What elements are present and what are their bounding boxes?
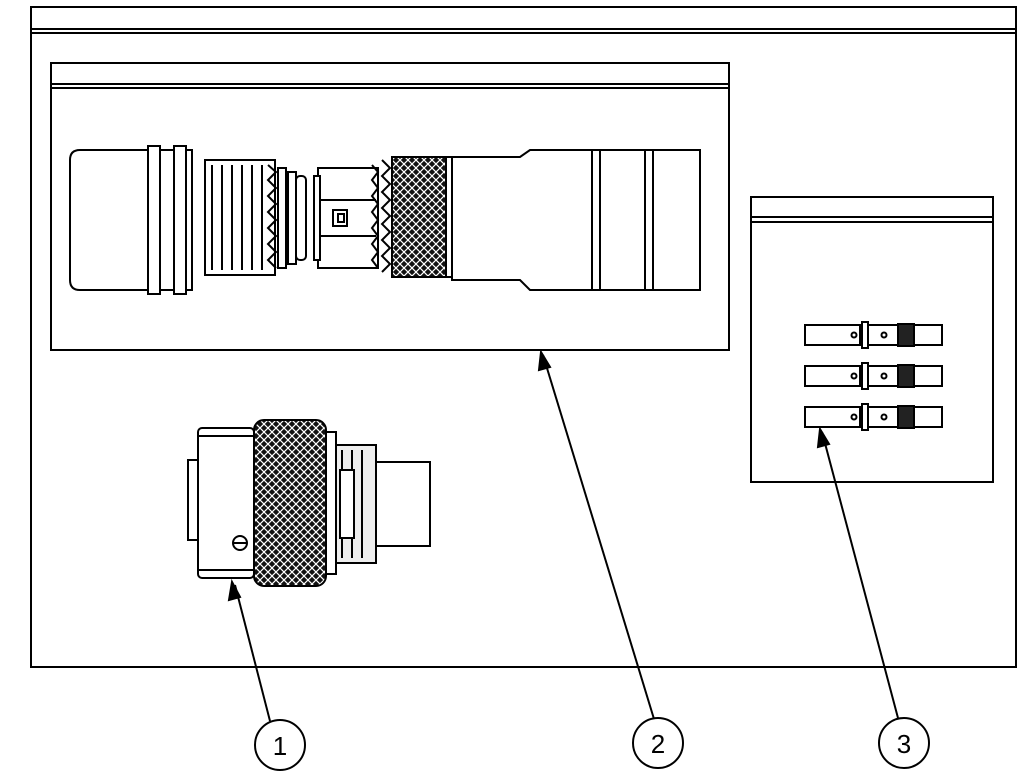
contact-1 — [804, 321, 943, 349]
callout-1-label: 1 — [273, 731, 287, 761]
contact-2 — [804, 362, 943, 390]
contact-set — [804, 321, 943, 431]
callout-2-label: 2 — [651, 729, 665, 759]
callout-3-label: 3 — [897, 729, 911, 759]
outer-frame — [30, 6, 1017, 668]
insert-body — [313, 164, 380, 269]
arrowhead-1 — [227, 578, 242, 602]
sleeve-housing — [451, 149, 701, 291]
callout-2: 2 — [632, 717, 684, 769]
threaded-coupling — [380, 156, 459, 278]
leader-line-3 — [821, 431, 899, 719]
callout-1: 1 — [254, 719, 306, 771]
assembled-connector — [187, 419, 431, 587]
exploded-connector — [69, 145, 701, 295]
callout-3: 3 — [878, 717, 930, 769]
end-cap — [69, 145, 193, 295]
cable-clamp — [204, 159, 307, 276]
leader-lines — [227, 348, 899, 722]
arrowhead-3 — [816, 425, 831, 449]
leader-line-1 — [234, 584, 271, 722]
arrowhead-2 — [537, 348, 552, 372]
panel-contacts — [750, 196, 994, 483]
panel-exploded-connector — [50, 62, 730, 351]
contact-3 — [804, 403, 943, 431]
leader-line-2 — [542, 354, 655, 720]
